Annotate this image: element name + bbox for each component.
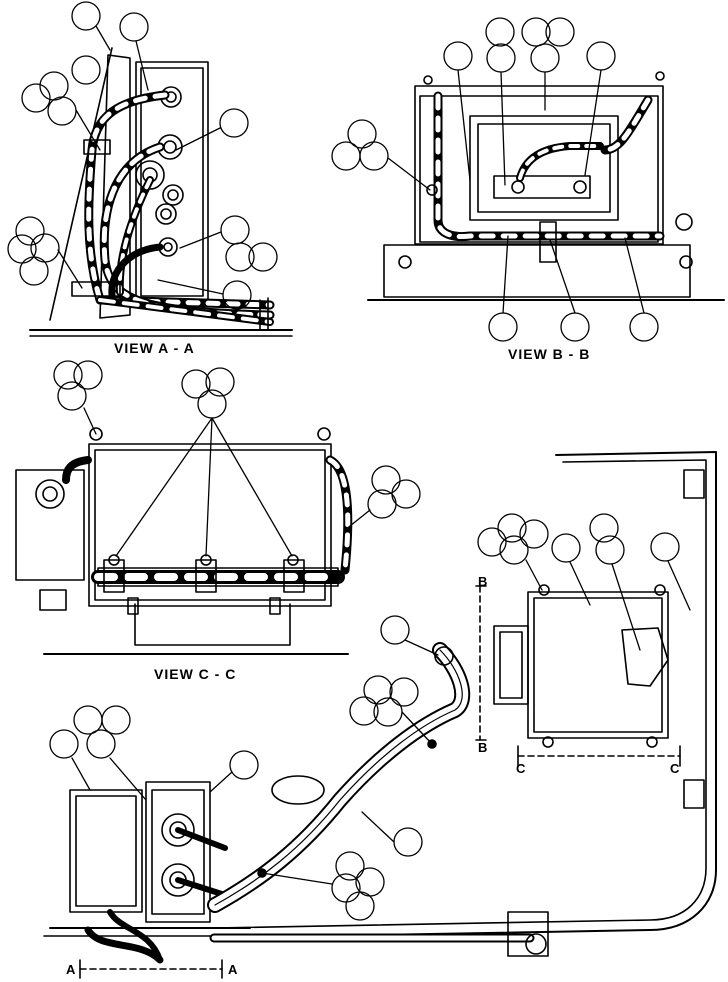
section-mark-a-right: A (228, 962, 239, 977)
section-mark-b-bottom: B (478, 740, 489, 755)
view-a-label: VIEW A - A (114, 340, 195, 356)
view-c-label: VIEW C - C (154, 666, 237, 682)
main-view-drawing (43, 451, 717, 979)
view-a-drawing (29, 47, 293, 337)
section-mark-a-left: A (66, 962, 77, 977)
detail-inset-drawing (475, 584, 681, 767)
view-b-drawing (367, 71, 725, 301)
view-b-label: VIEW B - B (508, 346, 591, 362)
callout-bubbles (7, 1, 691, 921)
section-mark-b-top: B (478, 574, 489, 589)
section-mark-c-right: C (670, 761, 681, 776)
section-mark-c-left: C (516, 761, 527, 776)
